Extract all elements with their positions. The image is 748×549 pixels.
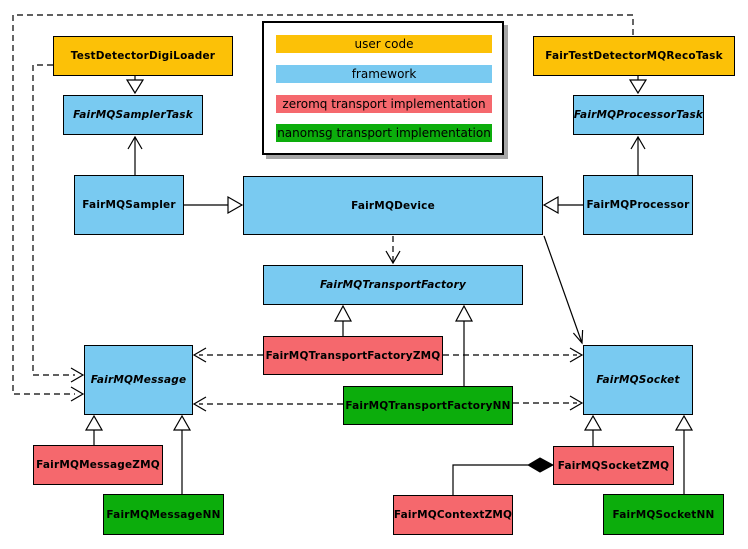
node-fairmq-sampler: FairMQSampler	[74, 175, 184, 235]
edge-factorynn-to-message	[192, 396, 343, 412]
edge-factorynn-to-transportfactory	[455, 304, 473, 386]
node-fairmq-device: FairMQDevice	[243, 176, 543, 235]
edge-processor-to-processortask	[630, 135, 646, 175]
edge-sampler-to-device	[184, 195, 244, 215]
edge-processor-to-device	[542, 195, 583, 215]
edge-sampler-to-samplertask	[127, 135, 143, 175]
edge-messagezmq-to-message	[84, 414, 104, 445]
edge-device-to-transportfactory	[385, 236, 401, 265]
node-fairmq-context-zmq: FairMQContextZMQ	[393, 495, 513, 535]
edge-factoryzmq-to-message	[192, 347, 263, 363]
edge-socketzmq-to-socket	[583, 414, 603, 446]
node-fairmq-socket: FairMQSocket	[583, 345, 693, 415]
node-test-detector-digi-loader: TestDetectorDigiLoader	[53, 36, 233, 76]
node-fairmq-sampler-task: FairMQSamplerTask	[63, 95, 203, 135]
legend: user code framework zeromq transport imp…	[262, 21, 504, 155]
legend-item-nanomsg: nanomsg transport implementation	[276, 124, 492, 142]
edge-recotask-to-message	[12, 14, 634, 402]
node-fairmq-transport-factory: FairMQTransportFactory	[263, 265, 523, 305]
node-fairmq-processor-task: FairMQProcessorTask	[573, 95, 704, 135]
edge-socketnn-to-socket	[674, 414, 694, 494]
edge-contextzmq-to-socketzmq	[452, 457, 555, 495]
node-fair-test-detector-mq-reco-task: FairTestDetectorMQRecoTask	[533, 36, 735, 76]
node-fairmq-message-nn: FairMQMessageNN	[103, 494, 224, 535]
node-fairmq-socket-zmq: FairMQSocketZMQ	[553, 446, 674, 485]
edge-factorynn-to-socket	[513, 395, 584, 411]
edge-digiloader-to-message	[32, 64, 85, 383]
edge-recotask-to-processortask	[628, 76, 648, 95]
legend-item-framework: framework	[276, 65, 492, 83]
node-fairmq-processor: FairMQProcessor	[583, 175, 693, 235]
edge-factoryzmq-to-transportfactory	[334, 304, 352, 336]
node-fairmq-transport-factory-zmq: FairMQTransportFactoryZMQ	[263, 336, 443, 375]
node-fairmq-transport-factory-nn: FairMQTransportFactoryNN	[343, 386, 513, 425]
node-fairmq-message: FairMQMessage	[84, 345, 193, 415]
edge-factoryzmq-to-socket	[443, 347, 584, 363]
edge-digiloader-to-samplertask	[125, 76, 145, 95]
legend-item-user-code: user code	[276, 35, 492, 53]
legend-item-zeromq: zeromq transport implementation	[276, 95, 492, 113]
edge-messagenn-to-message	[172, 414, 192, 494]
node-fairmq-message-zmq: FairMQMessageZMQ	[33, 445, 163, 485]
edge-device-to-socket	[543, 235, 584, 345]
node-fairmq-socket-nn: FairMQSocketNN	[603, 494, 724, 535]
